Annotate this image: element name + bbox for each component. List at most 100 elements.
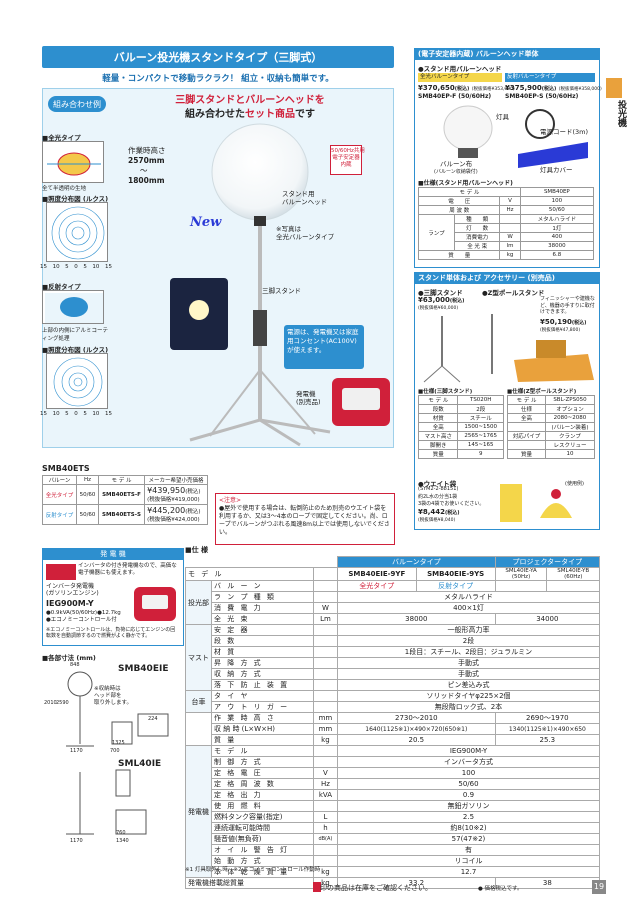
hz: 50/60 [76,484,99,505]
table-row: レスクリュー [507,440,596,450]
tick: 5 [65,264,69,270]
dims-model-1: SMB40EIE [118,664,169,674]
generator-label: インバータ発電機 (ガソリンエンジン) [46,583,99,597]
unit: Hz [312,778,338,790]
dim-val: 224 [148,716,158,722]
height-max: 2570mm [128,156,165,165]
tick: 0 [74,264,78,270]
category: 台車 [185,690,212,713]
price: ¥445,200 [147,506,186,515]
generator-title: 発 電 機 [42,548,184,560]
cell: 38000 [519,241,595,251]
table-row: 制 御 方 式インバータ方式 [186,756,601,768]
row-label: バ ル ー ン [211,580,314,592]
unit: L [312,811,338,823]
reflect-label: ■反射タイプ [42,283,81,291]
tick: 15 [104,264,112,270]
illum-chart-1 [46,202,108,262]
balloon-type: 反射タイプ [41,504,78,525]
row-label: モ デ ル [211,745,314,757]
dim-val: 700 [110,748,120,754]
weight-desc2: 3袋の4袋でお使いください。 [418,501,485,507]
table-header-row: バルーンタイプ プロジェクタータイプ [186,556,601,568]
row-label: オ イ ル 警 告 灯 [211,844,314,856]
spec-table: バルーンタイプ プロジェクタータイプ モ デ ル SMB40EIE-9YF SM… [185,556,601,889]
col-head-proj: プロジェクタータイプ [494,556,601,568]
model-hz: (50Hz) [511,574,531,580]
unit: W [312,602,338,614]
rp1-left-model: SMB40EP-F (50/60Hz) [418,93,492,100]
table-row: ア ウ ト リ ガ ー無段階ロック式、2本 [186,701,601,713]
price: ¥63,000 [418,296,450,304]
cell: 1340(1125※1)×490×650 [494,723,601,735]
tripod-label: ●三脚スタンド [418,289,463,297]
table-header-row: バルーン Hz モ デ ル メーカー希望小売価格 [41,475,208,485]
model: SMB40EIE-9YS [415,567,496,581]
cell: 50/60 [519,205,595,215]
dim-val: 1325 [112,740,125,746]
row-label: タ イ ヤ [211,690,314,702]
weight-price: ¥8,442(税込) [418,508,460,516]
table-row: 落 下 防 止 装 置ピン差込み式 [186,679,601,691]
sidebar-tab [606,78,622,98]
cell: 400 [519,232,595,242]
spec-caption: ■仕 様 [185,546,209,554]
illum-label-1: ■照度分布図 (ルクス) [42,195,109,203]
table-row: 材質スチール [417,413,504,423]
caution-body: ●屋外で使用する場合は、転倒防止のため別売のウエイト袋を利用するか、又は3～4本… [219,505,390,536]
tax: (税込) [185,509,201,515]
cell: 6.8 [519,250,595,260]
cell: 0.9 [336,789,601,801]
cell: 全 光 束 [453,241,501,251]
table-row: 昇 降 方 式手動式 [186,657,601,669]
tax: (税込) [571,320,587,326]
col-header: モ デ ル [507,395,546,405]
tripod-zpole-image [423,314,594,383]
dim-val: 1170 [70,838,83,844]
cell: 2段 [457,404,504,414]
cat: ランプ [418,214,455,251]
row-label: ラ ン プ 種 類 [211,591,314,603]
col-header: バルーン [41,475,78,485]
illum-label-2: ■照度分布図 (ルクス) [42,346,109,354]
weight-label: ●ウエイト袋 [418,480,457,488]
dimension-drawings [66,671,169,835]
footer-note: 印の商品は在庫をご確認ください。 [320,884,432,892]
cell: 12.7 [336,866,601,878]
unit: dB(A) [312,833,338,845]
row-label: 騒音値(無負荷) [211,833,314,845]
cell: 100 [519,196,595,206]
cell: kg [499,250,521,260]
model: SML40IE-YA(50Hz) [494,567,548,581]
unit: kVA [312,789,338,801]
zpole-sub: (税抜価格¥47,800) [540,328,581,333]
price-sub: (税抜価格¥419,000) [147,497,200,503]
row-label: 昇 降 方 式 [211,657,314,669]
cell: 段数 [417,404,459,414]
weight-desc: 約2L水の分当1袋 [418,494,458,500]
cell: 38000 [336,613,496,625]
cell: 10 [544,449,596,459]
tick: 5 [83,411,87,417]
label-balloon: バルーン布 [440,160,473,168]
table-row: ラ ン プ 種 類メタルハライド [186,591,601,603]
cell: 33.2 [336,877,496,889]
table-row: 全光タイプ 50/60 SMB40ETS-F ¥439,950(税込) (税抜価… [41,484,208,505]
table-row: 対応パイプクランプ [507,431,596,441]
price: ¥50,190 [540,318,572,326]
unit: kg [312,734,338,746]
reflect-diagram [42,290,104,324]
tag-all-light: 全光バルーンタイプ [418,73,502,82]
table-row: 台車タ イ ヤソリッドタイヤφ225×2個 [185,690,601,713]
row-label: 定 格 周 波 数 [211,778,314,790]
page-number: 19 [592,880,606,894]
tick: 15 [40,264,47,270]
category: 発電機 [185,745,212,878]
cell: 約8(10※2) [336,822,601,834]
headline: 三脚スタンドとバルーンヘッドを 組み合わせたセット商品です [150,94,350,122]
stock-icon [313,882,321,892]
